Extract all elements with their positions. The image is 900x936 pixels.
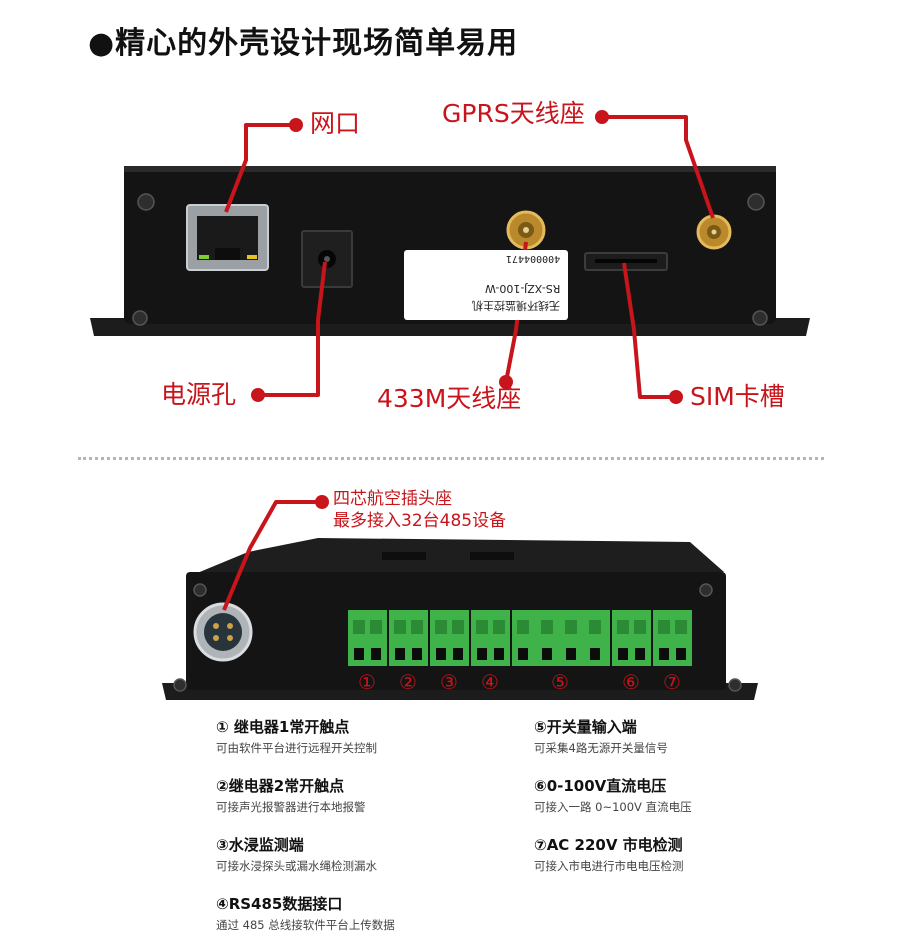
terminal-block-2 [389, 610, 428, 666]
desc-item-4: ④RS485数据接口 通过 485 总线接软件平台上传数据 [216, 893, 395, 933]
desc-sub: 可由软件平台进行远程开关控制 [216, 741, 377, 755]
terminal-block-7 [653, 610, 692, 666]
terminal-number-3: ③ [440, 670, 458, 694]
terminal-block-1 [348, 610, 387, 666]
terminal-block-4 [471, 610, 510, 666]
section-divider [78, 457, 824, 460]
device-model: RS-XZJ-100-W [484, 282, 560, 295]
page-heading: ●精心的外壳设计现场简单易用 [88, 26, 519, 61]
screw-icon [747, 193, 765, 211]
terminal-number-1: ① [358, 670, 376, 694]
desc-sub: 可接水浸探头或漏水绳检测漏水 [216, 859, 377, 873]
terminal-number-6: ⑥ [622, 670, 640, 694]
terminal-block-6 [612, 610, 651, 666]
callout-dots-top [251, 110, 683, 404]
callout-connector-line2: 最多接入32台485设备 [333, 511, 507, 531]
callout-sim-slot: SIM卡槽 [690, 382, 785, 411]
desc-sub: 通过 485 总线接软件平台上传数据 [216, 918, 395, 932]
terminal-block-5 [512, 610, 610, 666]
terminal-number-5: ⑤ [551, 670, 569, 694]
callout-connector-line1: 四芯航空插头座 [333, 489, 452, 509]
desc-sub: 可接入一路 0~100V 直流电压 [534, 800, 692, 814]
screw-icon [752, 310, 768, 326]
desc-title: ②继电器2常开触点 [216, 777, 345, 795]
device-name: 无线环境监控主机 [472, 299, 560, 312]
terminal-number-7: ⑦ [663, 670, 681, 694]
desc-item-3: ③水浸监测端 可接水浸探头或漏水绳检测漏水 [216, 834, 377, 874]
desc-item-2: ②继电器2常开触点 可接声光报警器进行本地报警 [216, 775, 366, 815]
desc-sub: 可接声光报警器进行本地报警 [216, 800, 366, 814]
screw-icon [132, 310, 148, 326]
desc-title: ① 继电器1常开触点 [216, 718, 350, 736]
rear-panel-illustration [162, 495, 758, 700]
callout-line-connector [222, 500, 322, 611]
desc-item-7: ⑦AC 220V 市电检测 可接入市电进行市电电压检测 [534, 834, 684, 874]
callout-gprs-antenna: GPRS天线座 [442, 99, 585, 128]
desc-item-6: ⑥0-100V直流电压 可接入一路 0~100V 直流电压 [534, 775, 692, 815]
terminal-number-2: ② [399, 670, 417, 694]
desc-item-1: ① 继电器1常开触点 可由软件平台进行远程开关控制 [216, 716, 377, 756]
desc-sub: 可采集4路无源开关量信号 [534, 741, 668, 755]
aviation-connector-icon [193, 602, 253, 662]
callout-network-port: 网口 [310, 109, 361, 138]
device-body-front [124, 166, 776, 324]
device-label: 400004471 RS-XZJ-100-W 无线环境监控主机 [404, 250, 568, 320]
desc-title: ④RS485数据接口 [216, 895, 343, 913]
desc-title: ⑦AC 220V 市电检测 [534, 836, 683, 854]
callout-433m-antenna: 433M天线座 [377, 384, 522, 413]
desc-sub: 可接入市电进行市电电压检测 [534, 859, 684, 873]
device-serial: 400004471 [505, 253, 560, 264]
callout-connector: 四芯航空插头座 最多接入32台485设备 [333, 488, 506, 532]
terminal-block-3 [430, 610, 469, 666]
screw-icon [137, 193, 155, 211]
desc-title: ③水浸监测端 [216, 836, 304, 854]
device-top-surface [190, 538, 724, 576]
desc-title: ⑥0-100V直流电压 [534, 777, 667, 795]
desc-title: ⑤开关量输入端 [534, 718, 637, 736]
desc-item-5: ⑤开关量输入端 可采集4路无源开关量信号 [534, 716, 668, 756]
terminal-number-4: ④ [481, 670, 499, 694]
callout-power-jack: 电源孔 [161, 380, 237, 409]
front-panel-illustration [90, 110, 810, 404]
